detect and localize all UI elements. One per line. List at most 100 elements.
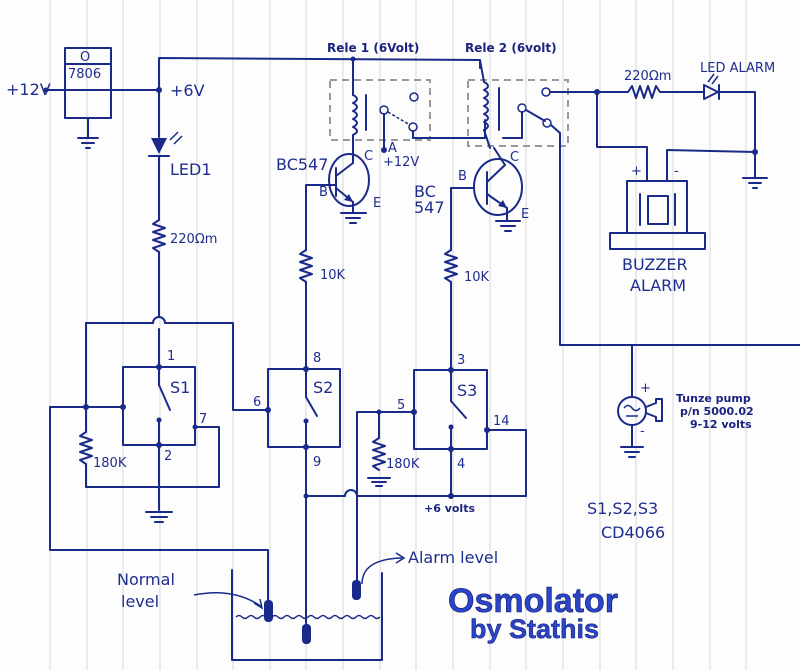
pump-note-line2: p/n 5000.02 <box>680 405 754 418</box>
resistor-icon <box>627 85 661 99</box>
ground-icon <box>620 446 644 458</box>
relay1 <box>329 59 486 153</box>
r-base1-label: 10K <box>320 268 346 283</box>
q1-label: BC547 <box>276 155 328 174</box>
ic-note-line2: CD4066 <box>601 523 665 542</box>
diagram-subtitle: by Stathis <box>470 614 599 644</box>
buzzer-plus-label: + <box>631 164 642 179</box>
s2-pin-9: 9 <box>313 455 321 470</box>
alarm-level-probe <box>352 580 361 600</box>
resistor-icon <box>372 437 386 471</box>
pump-note-line1: Tunze pump <box>676 392 751 405</box>
s1-pin-2: 2 <box>164 449 172 464</box>
led1-label: LED1 <box>170 160 212 179</box>
s3-label: S3 <box>457 381 477 400</box>
ic-note-line1: S1,S2,S3 <box>587 499 658 518</box>
transistor-q1-icon <box>328 147 370 224</box>
buzzer-icon <box>609 180 706 250</box>
relay1-label: Rele 1 (6Volt) <box>327 41 419 55</box>
normal-level-label-line1: Normal <box>117 570 175 589</box>
wire-alarm-probe <box>356 411 415 581</box>
switch-s1: 1 S1 7 2 <box>85 322 268 488</box>
s2-pin-6: 6 <box>253 395 261 410</box>
arrow-normal-icon <box>193 592 263 608</box>
led-alarm-icon <box>703 73 720 100</box>
r-pulldown1-label: 180K <box>93 456 127 471</box>
rail-6v-label: +6 volts <box>424 502 475 515</box>
q1-base-label: B <box>319 185 328 200</box>
wire-normal-probe <box>49 406 269 601</box>
arrow-alarm-icon <box>361 557 403 585</box>
regulator-label: 7806 <box>68 67 101 82</box>
arrowhead-normal-icon <box>253 598 264 610</box>
wire-pump-feed <box>559 132 800 346</box>
ground-icon <box>742 177 768 189</box>
node-s3-rail <box>448 493 454 499</box>
s3-pin-14: 14 <box>493 414 510 429</box>
q2-label-line1: BC <box>414 182 436 201</box>
paper-lines <box>49 0 747 670</box>
relay1-contact-supply-label: +12V <box>383 155 419 170</box>
arrowhead-alarm-icon <box>395 552 406 564</box>
pump-plus-label: + <box>640 381 651 396</box>
pump-icon <box>617 396 663 426</box>
output-6v-label: +6V <box>170 81 205 100</box>
r-base2-label: 10K <box>464 270 490 285</box>
alarm-level-label: Alarm level <box>408 548 498 567</box>
buzzer-label-line1: BUZZER <box>622 255 688 274</box>
s2-label: S2 <box>313 378 333 397</box>
resistor-icon <box>299 249 313 283</box>
switch-s3: 3 S3 5 14 4 <box>397 353 527 497</box>
r-alarm-label: 220Ωm <box>624 69 671 84</box>
q2-label-line2: 547 <box>414 198 445 217</box>
buzzer-label-line2: ALARM <box>630 276 686 295</box>
buzzer-minus-label: - <box>674 164 679 179</box>
resistor-icon <box>79 431 93 465</box>
s3-pin-3: 3 <box>457 353 465 368</box>
ground-icon <box>145 511 173 523</box>
resistor-icon <box>152 219 166 253</box>
wire-6v-rail <box>158 57 481 91</box>
led1-icon <box>148 131 183 157</box>
s1-label: S1 <box>170 378 190 397</box>
q1-collector-label: C <box>364 149 373 164</box>
s3-pin-4: 4 <box>457 457 465 472</box>
transistor-q2-icon <box>473 147 523 232</box>
common-probe <box>302 624 311 644</box>
ground-icon <box>77 117 99 149</box>
switch-s2: 8 S2 6 9 <box>253 351 341 470</box>
relay2-label: Rele 2 (6volt) <box>465 41 557 55</box>
regulator-tab-label: O <box>80 50 90 65</box>
pump-minus-label: - <box>640 424 645 439</box>
s2-pin-8: 8 <box>313 351 321 366</box>
q2-collector-label: C <box>510 150 519 165</box>
wire-base2 <box>450 187 475 251</box>
wire-crossover <box>152 316 166 324</box>
normal-level-label-line2: level <box>121 592 159 611</box>
q1-emitter-label: E <box>373 196 381 211</box>
input-12v-label: +12V <box>6 80 51 99</box>
relay1-contact-a-label: A <box>388 141 397 156</box>
wire-s1-left <box>85 322 124 408</box>
regulator-7806: O 7806 <box>64 47 112 119</box>
resistor-icon <box>444 249 458 283</box>
wire-base1 <box>305 184 337 251</box>
led-alarm-label: LED ALARM <box>700 61 775 76</box>
s1-pin-1: 1 <box>167 349 175 364</box>
wire-buzzer-plus <box>596 91 648 182</box>
s1-pin-7: 7 <box>199 412 207 427</box>
s3-pin-5: 5 <box>397 398 405 413</box>
relay2 <box>467 59 598 149</box>
r-led1-label: 220Ωm <box>170 232 217 247</box>
q2-base-label: B <box>458 169 467 184</box>
ground-icon <box>367 477 391 487</box>
normal-level-probe <box>264 600 273 622</box>
water-tank <box>231 569 383 661</box>
q2-emitter-label: E <box>521 207 529 222</box>
r-pulldown2-label: 180K <box>386 457 420 472</box>
wire-buzzer-minus <box>666 149 756 182</box>
diagram-title: Osmolator <box>448 582 618 620</box>
pump-note-line3: 9-12 volts <box>690 418 752 431</box>
